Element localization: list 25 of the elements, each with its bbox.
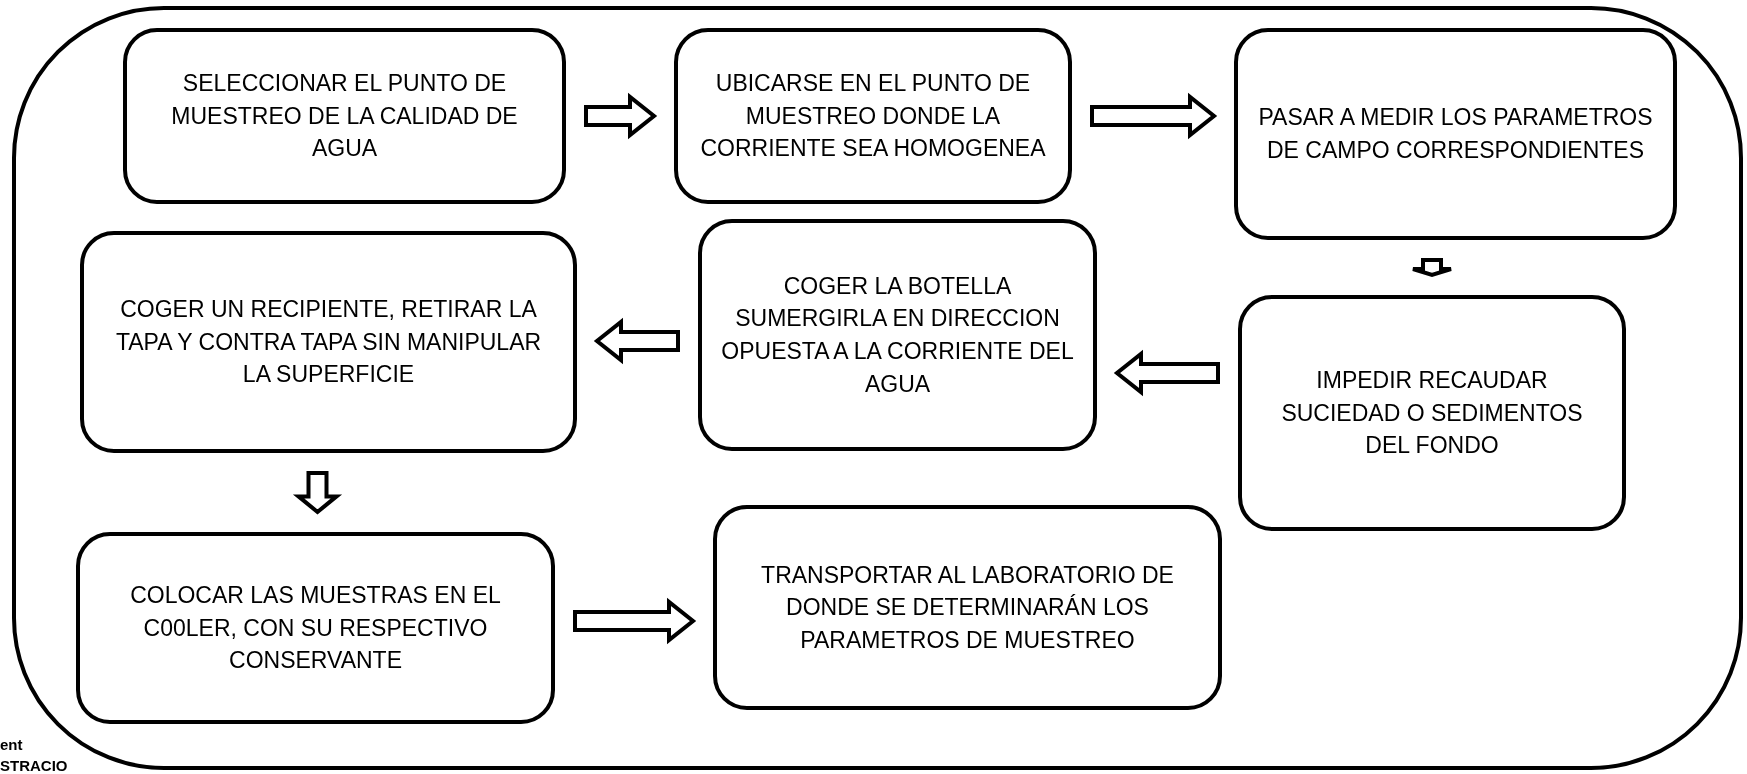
step-text: IMPEDIR RECAUDAR SUCIEDAD O SEDIMENTOS DEL FONDO xyxy=(1280,366,1584,461)
process-box xyxy=(1234,28,1677,240)
cropped-text: STRACIO xyxy=(0,757,68,774)
block-arrow xyxy=(1090,92,1218,140)
process-box xyxy=(123,28,566,204)
process-box xyxy=(698,219,1097,451)
step-text: COGER LA BOTELLA SUMERGIRLA EN DIRECCION OPUESTA A LA CORRIENTE DEL AGUA xyxy=(720,271,1075,399)
step-text: TRANSPORTAR AL LABORATORIO DE DONDE SE DETERMINARÁN LOS PARAMETROS DE MUESTREO xyxy=(760,560,1175,655)
step-text: COGER UN RECIPIENTE, RETIRAR LA TAPA Y CONTRA TAPA SIN MANIPULAR LA SUPERFICIE xyxy=(114,295,543,390)
block-arrow xyxy=(1411,258,1453,278)
step-text: UBICARSE EN EL PUNTO DE MUESTREO DONDE LA CORRIENTE SEA HOMOGENEA xyxy=(699,69,1047,164)
block-arrow xyxy=(573,597,697,645)
process-box xyxy=(713,505,1222,710)
block-arrow xyxy=(593,317,680,365)
process-box xyxy=(80,231,577,453)
step-text: COLOCAR LAS MUESTRAS EN EL C00LER, CON SU RESPECTIVO CONSERVANTE xyxy=(129,581,502,676)
process-box xyxy=(674,28,1072,204)
block-arrow xyxy=(584,92,658,140)
process-box xyxy=(76,532,555,724)
step-text: PASAR A MEDIR LOS PARAMETROS DE CAMPO CORRESPONDIENTES xyxy=(1257,103,1654,165)
block-arrow xyxy=(1113,349,1220,397)
block-arrow xyxy=(292,471,343,515)
cropped-text: ent xyxy=(0,736,23,753)
process-box xyxy=(1238,295,1626,531)
step-text: SELECCIONAR EL PUNTO DE MUESTREO DE LA CALIDAD DE AGUA xyxy=(170,69,519,164)
